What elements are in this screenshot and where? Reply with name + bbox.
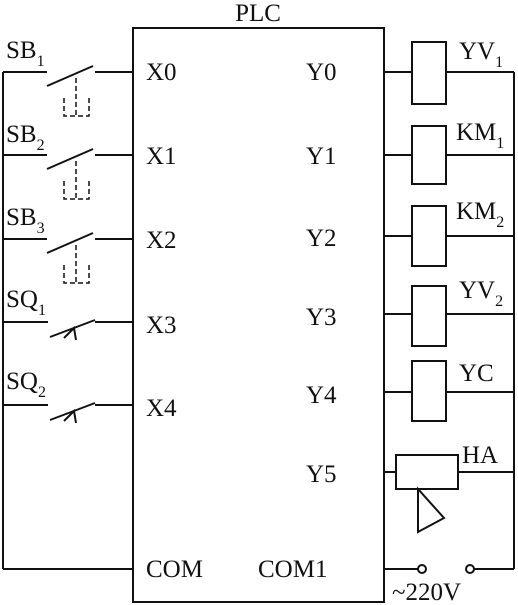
input-row-sb3: SB3 X2 — [3, 204, 177, 284]
x4-terminal-label: X4 — [146, 395, 177, 422]
yc-device-label: YC — [459, 360, 494, 387]
yv2-device-label: YV2 — [459, 277, 503, 310]
output-row-yv2: Y3 YV2 — [306, 277, 514, 347]
sb2-actuator — [63, 161, 90, 200]
com1-label: COM1 — [258, 556, 327, 583]
sq1-device-label: SQ1 — [6, 286, 46, 319]
com-label: COM — [146, 556, 203, 583]
km1-coil — [411, 125, 447, 185]
km1-device-label: KM1 — [456, 119, 504, 152]
plc-title: PLC — [235, 0, 281, 27]
y5-terminal-label: Y5 — [306, 461, 337, 488]
sq1-actuator — [63, 325, 77, 341]
x0-terminal-label: X0 — [146, 59, 177, 86]
supply-voltage-label: ~220V — [392, 579, 461, 605]
yc-coil — [411, 360, 447, 422]
sb1-contact — [46, 65, 94, 87]
sb2-device-label: SB2 — [6, 121, 45, 154]
yv1-device-label: YV1 — [459, 38, 503, 71]
output-row-yv1: Y0 YV1 — [306, 38, 514, 105]
plc-box — [132, 27, 385, 603]
input-row-sq2: SQ2 X4 — [3, 368, 177, 424]
sb2-contact — [46, 148, 94, 170]
x1-terminal-label: X1 — [146, 143, 177, 170]
sb1-device-label: SB1 — [6, 37, 45, 70]
sb3-contact — [46, 232, 94, 254]
ha-device-label: HA — [462, 442, 498, 469]
output-row-km1: Y1 KM1 — [306, 119, 514, 185]
yv1-coil — [411, 41, 447, 105]
y3-terminal-label: Y3 — [306, 304, 337, 331]
x3-terminal-label: X3 — [146, 312, 177, 339]
output-row-yc: Y4 YC — [306, 360, 514, 422]
x2-terminal-label: X2 — [146, 227, 177, 254]
output-row-ha: Y5 HA — [306, 442, 514, 534]
sq2-device-label: SQ2 — [6, 368, 46, 401]
supply-section: COM1 ~220V — [258, 556, 514, 605]
km2-coil — [411, 205, 447, 267]
yv2-coil — [411, 285, 447, 347]
input-row-sb1: SB1 X0 — [3, 37, 177, 117]
sb1-actuator — [63, 78, 90, 117]
input-row-sb2: SB2 X1 — [3, 121, 177, 200]
y2-terminal-label: Y2 — [306, 225, 337, 252]
supply-terminal-right — [465, 564, 475, 574]
supply-terminal-left — [417, 564, 427, 574]
ha-bell-clapper — [417, 486, 446, 534]
sb3-actuator — [63, 245, 90, 284]
ha-bell-body — [395, 454, 459, 490]
sb3-device-label: SB3 — [6, 204, 45, 237]
y0-terminal-label: Y0 — [306, 59, 337, 86]
y1-terminal-label: Y1 — [306, 143, 337, 170]
km2-device-label: KM2 — [456, 198, 504, 231]
y4-terminal-label: Y4 — [306, 382, 337, 409]
sq2-actuator — [63, 408, 77, 424]
output-row-km2: Y2 KM2 — [306, 198, 514, 267]
input-row-sq1: SQ1 X3 — [3, 286, 177, 341]
